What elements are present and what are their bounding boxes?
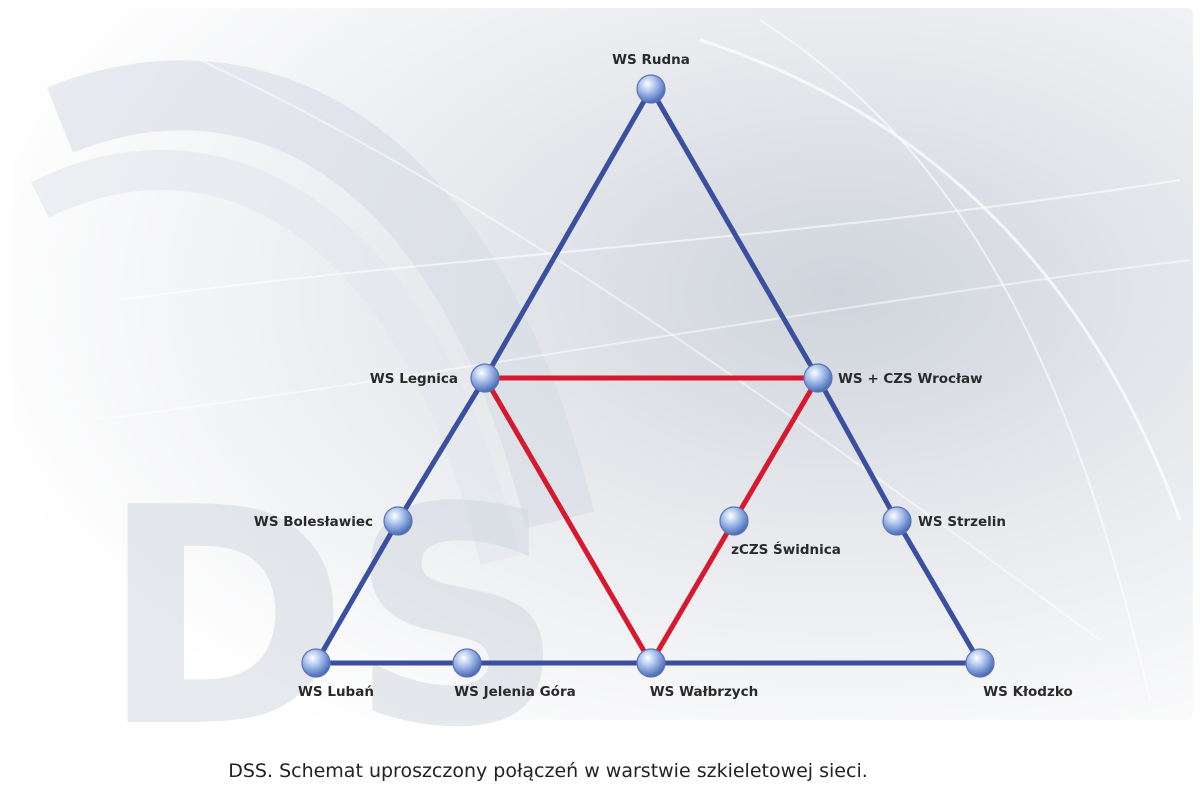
node-swidnica: [719, 506, 749, 536]
link-boleslawiec-luban: [313, 518, 401, 666]
node-boleslawiec: [383, 506, 413, 536]
node-label-jelenia: WS Jelenia Góra: [454, 684, 575, 700]
node-label-legnica: WS Legnica: [370, 371, 458, 387]
node-rudna: [636, 74, 666, 104]
link-wroclaw-swidnica: [731, 375, 821, 524]
link-legnica-walbrzych: [482, 375, 654, 666]
node-label-walbrzych: WS Wałbrzych: [650, 684, 758, 700]
link-swidnica-walbrzych: [648, 518, 737, 666]
links-layer: [313, 86, 983, 666]
link-rudna-wroclaw: [648, 86, 821, 381]
background-panel: [12, 8, 1193, 720]
node-label-strzelin: WS Strzelin: [918, 514, 1006, 530]
link-legnica-boleslawiec: [395, 375, 488, 524]
link-wroclaw-strzelin: [815, 375, 900, 524]
node-label-rudna: WS Rudna: [612, 52, 690, 68]
node-jelenia: [452, 648, 482, 678]
link-rudna-legnica: [482, 86, 654, 381]
node-luban: [301, 648, 331, 678]
node-klodzko: [965, 648, 995, 678]
node-strzelin: [882, 506, 912, 536]
node-label-luban: WS Lubań: [298, 684, 374, 700]
node-label-swidnica: zCZS Świdnica: [731, 540, 841, 558]
node-wroclaw: [803, 363, 833, 393]
link-strzelin-klodzko: [894, 518, 983, 666]
node-legnica: [470, 363, 500, 393]
nodes-layer: [301, 74, 995, 678]
node-label-boleslawiec: WS Bolesławiec: [254, 514, 373, 530]
node-label-wroclaw: WS + CZS Wrocław: [838, 371, 983, 387]
dss-logo-watermark: DS: [100, 444, 565, 793]
node-label-klodzko: WS Kłodzko: [983, 684, 1072, 700]
diagram-caption: DSS. Schemat uproszczony połączeń w wars…: [228, 760, 868, 782]
labels-layer: WS Rudna WS Legnica WS + CZS Wrocław WS Bol…: [254, 52, 1073, 700]
node-walbrzych: [636, 648, 666, 678]
